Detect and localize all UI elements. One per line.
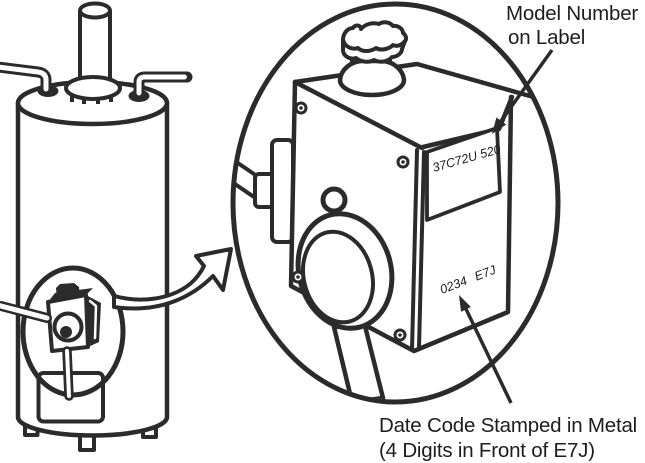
small-valve-side-detail [88, 299, 98, 340]
collar-tab [82, 97, 86, 104]
collar-tab [109, 95, 113, 102]
collar-tab [70, 95, 74, 102]
collar-tab [96, 97, 100, 104]
callout-date-code: Date Code Stamped in Metal (4 Digits in … [379, 414, 637, 462]
leader-arrowhead-model-number [492, 117, 507, 134]
leader-line-model-number [499, 48, 554, 123]
gas-control-valve-small [0, 283, 101, 401]
valve-flange [270, 138, 295, 244]
hot-water-pipe [136, 74, 187, 96]
control-knob [337, 20, 409, 98]
valve-body-edges [288, 61, 540, 354]
water-heater-illustration [0, 1, 233, 452]
callout-date-code-line2: (4 Digits in Front of E7J) [379, 439, 595, 462]
temperature-dial-inner [301, 229, 375, 325]
thermostat-rod [65, 349, 71, 398]
flue-pipe-top [78, 1, 112, 20]
callout-date-code-line1: Date Code Stamped in Metal [379, 414, 637, 437]
knob-head-top [341, 20, 409, 53]
small-valve-dial-center [60, 326, 72, 338]
pilot-port [320, 186, 348, 214]
small-valve-side [86, 295, 101, 347]
model-number-label [425, 126, 502, 222]
callout-model-number: Model Number on Label [506, 2, 639, 49]
callout-model-number-line1: Model Number [506, 2, 638, 25]
gas-control-valve-large: 37C72U 520 0234 E7J [235, 20, 540, 400]
gas-pipe [0, 303, 50, 321]
valve-screws [291, 101, 410, 342]
zoom-arrow [112, 247, 233, 311]
flue-pipe [78, 10, 112, 88]
leader-lines [459, 48, 554, 404]
leader-arrowhead-date-code [459, 295, 471, 312]
knob-skirt [337, 58, 407, 98]
draft-hood-collar [64, 75, 122, 101]
leader-line-date-code [464, 308, 513, 404]
callout-model-number-line2: on Label [508, 26, 585, 49]
magnifier-circle [230, 1, 561, 405]
cold-water-pipe [0, 64, 49, 92]
